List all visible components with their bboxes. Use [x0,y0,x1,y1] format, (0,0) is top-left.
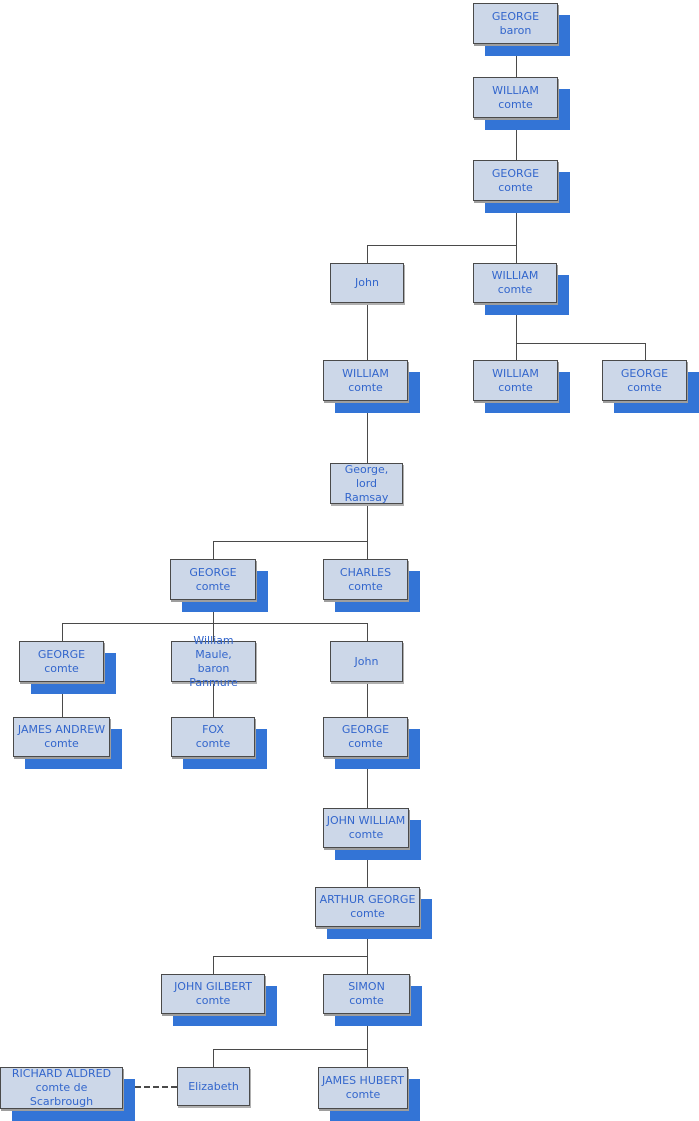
node-name: John [354,654,379,668]
connector-line [62,623,63,641]
node-title: comte [498,380,533,394]
node-name: JOHN GILBERT [174,980,252,993]
node-title: comte [348,579,383,593]
node-title: comte [348,380,383,394]
connector-line [516,201,517,263]
node-title: comte [349,994,384,1007]
connector-line [213,956,214,974]
node-name: ARTHUR GEORGE [319,893,416,906]
tree-node-william-maule: William Maule,baron Panmure [171,634,256,689]
connector-line [367,1014,368,1067]
connector-line [367,757,368,808]
node-title: comte [44,737,79,750]
tree-node-george-lord-ramsay: George, lord Ramsay [330,463,403,504]
node-title: comte [627,380,662,394]
node-title: comte [195,579,231,593]
connector-line [367,927,368,974]
node-name: GEORGE [37,647,86,661]
node-name: GEORGE [620,366,669,380]
connector-line [367,303,368,360]
connector-line [516,118,517,160]
node-name: JAMES HUBERT [322,1074,404,1087]
node-name: Elizabeth [188,1079,239,1093]
node-name: William Maule, [193,633,234,661]
node-name: JAMES ANDREW [17,723,106,736]
connector-line [367,245,368,263]
node-name: SIMON [348,980,385,993]
connector-line [213,1049,214,1067]
connector-line [516,343,645,344]
connector-line [645,343,646,360]
node-title: comte [44,661,79,675]
connector-line [213,541,368,542]
node-title: comte [345,1088,381,1101]
node-name: RICHARD ALDRED [11,1067,112,1080]
node-name: GEORGE [341,723,390,736]
node-name: WILLIAM [492,83,539,97]
node-title: baron [499,23,532,37]
node-name: GEORGE [491,166,540,180]
node-name: FOX [202,723,224,736]
node-title: comte [195,737,231,750]
node-title: comte [350,907,385,920]
tree-node-john-1: John [330,263,404,303]
node-title: comte de Scarbrough [29,1081,94,1108]
connector-line [367,401,368,463]
node-name: WILLIAM [491,269,539,282]
connector-line [213,1049,368,1050]
node-name: GEORGE [189,565,237,579]
connector-line [213,956,368,957]
node-name: George, lord Ramsay [344,462,389,504]
node-title: baron Panmure [189,661,238,689]
connector-line [516,44,517,77]
connector-line [367,682,368,717]
connector-line [213,600,214,641]
marriage-dashed-connector [135,1086,177,1088]
node-name: CHARLES [339,565,392,579]
connector-line [516,303,517,360]
node-title: comte [348,737,383,750]
node-title: comte [498,180,533,194]
node-title: comte [497,283,533,296]
tree-node-elizabeth: Elizabeth [177,1067,250,1106]
connector-line [367,848,368,887]
node-name: GEORGE [491,9,540,23]
connector-line [367,504,368,559]
connector-line [367,623,368,641]
connector-line [213,541,214,559]
node-name: WILLIAM [342,366,389,380]
node-name: John [355,276,379,289]
node-title: comte [348,828,384,841]
connector-line [62,623,368,624]
node-name: WILLIAM [492,366,539,380]
node-name: JOHN WILLIAM [326,814,406,827]
node-title: comte [195,994,231,1007]
node-title: comte [498,97,533,111]
connector-line [213,682,214,717]
connector-line [367,245,517,246]
connector-line [62,682,63,717]
tree-node-john-2: John [330,641,403,682]
